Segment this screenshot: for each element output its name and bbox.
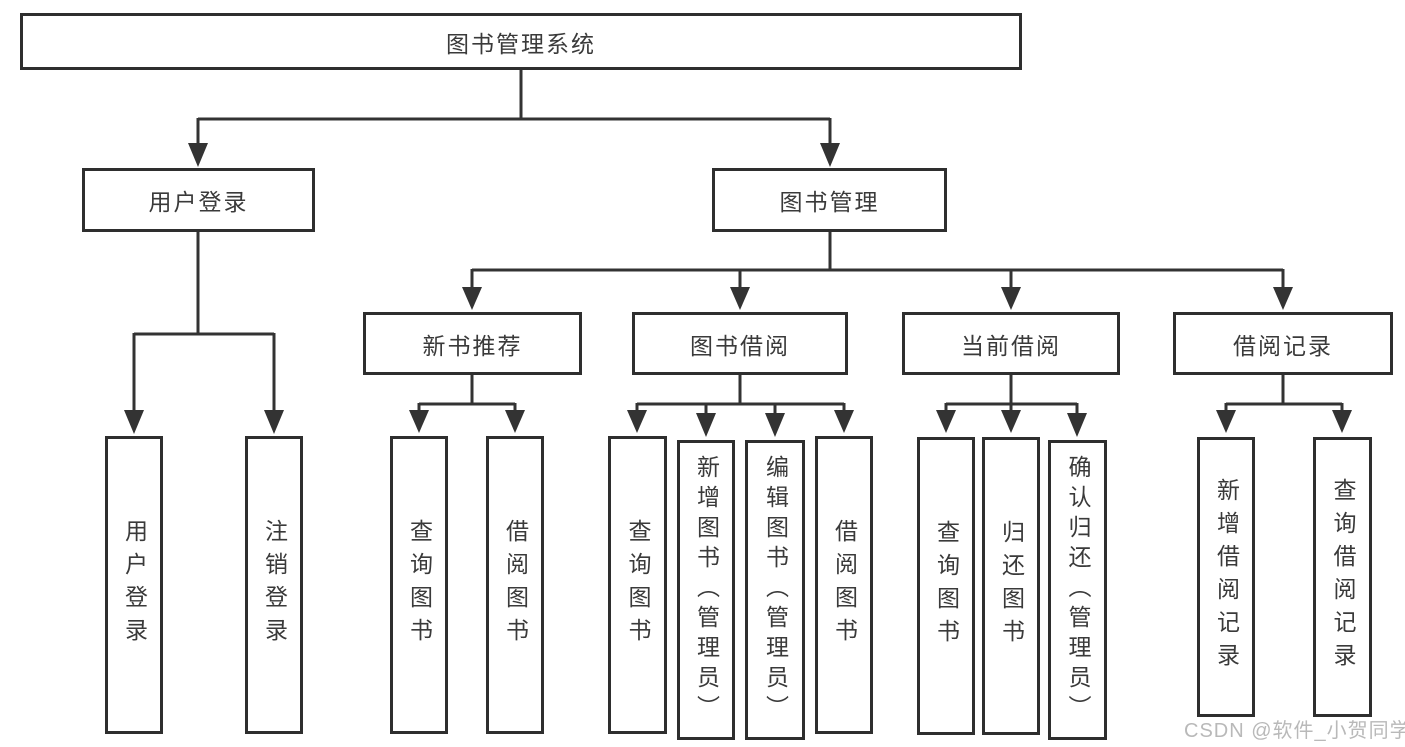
csdn-watermark: CSDN @软件_小贺同学 bbox=[1184, 720, 1405, 742]
node-current-borrow: 当前借阅 bbox=[902, 312, 1120, 375]
leaf-newbook-borrow-books: 借阅图书 bbox=[486, 436, 544, 734]
leaf-user-login: 用户登录 bbox=[105, 436, 163, 734]
leaf-current-query-books: 查询图书 bbox=[917, 437, 975, 735]
leaf-add-books-admin: 新增图书（管理员） bbox=[677, 440, 735, 740]
leaf-query-borrow-record: 查询借阅记录 bbox=[1313, 437, 1372, 717]
leaf-newbook-query-books: 查询图书 bbox=[390, 436, 448, 734]
connector-book-borrow-to-children bbox=[627, 375, 854, 437]
connector-new-book-recommend-to-children bbox=[409, 375, 525, 433]
node-book-management-branch: 图书管理 bbox=[712, 168, 947, 232]
node-root: 图书管理系统 bbox=[20, 13, 1022, 70]
connector-root-to-level2 bbox=[188, 70, 840, 167]
connector-user-login-to-children bbox=[124, 232, 284, 434]
node-book-borrow: 图书借阅 bbox=[632, 312, 848, 375]
node-borrow-records: 借阅记录 bbox=[1173, 312, 1393, 375]
leaf-edit-books-admin: 编辑图书（管理员） bbox=[745, 440, 805, 740]
node-new-book-recommend: 新书推荐 bbox=[363, 312, 582, 375]
leaf-return-books: 归还图书 bbox=[982, 437, 1040, 735]
connector-borrow-records-to-children bbox=[1216, 375, 1352, 433]
node-user-login-branch: 用户登录 bbox=[82, 168, 315, 232]
connector-book-management-to-level3 bbox=[462, 232, 1293, 310]
leaf-add-borrow-record: 新增借阅记录 bbox=[1197, 437, 1255, 717]
connector-current-borrow-to-children bbox=[936, 375, 1087, 437]
leaf-borrow-query-books: 查询图书 bbox=[608, 436, 667, 734]
leaf-confirm-return-admin: 确认归还（管理员） bbox=[1048, 440, 1107, 740]
leaf-borrow-borrow-books: 借阅图书 bbox=[815, 436, 873, 734]
leaf-logout: 注销登录 bbox=[245, 436, 303, 734]
